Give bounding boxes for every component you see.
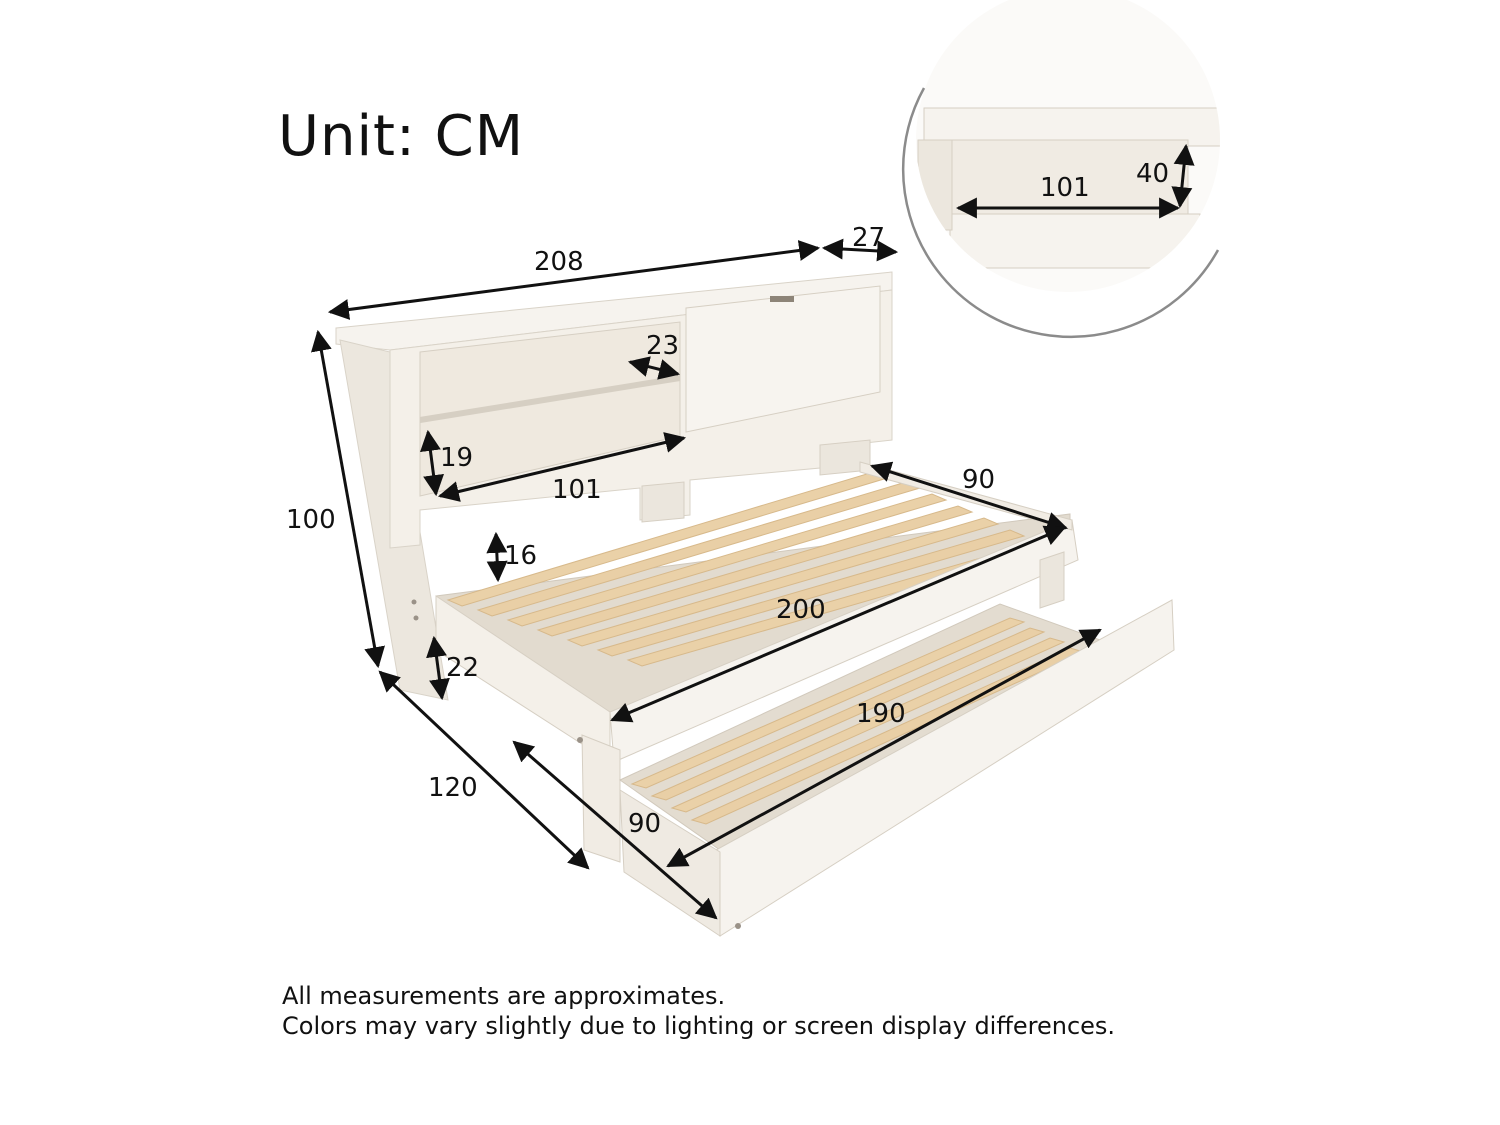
label-shelf-height: 19 xyxy=(440,443,473,473)
inset-label-height: 40 xyxy=(1136,159,1169,189)
label-shelf-depth: 23 xyxy=(646,331,679,361)
label-bed-width: 90 xyxy=(962,465,995,495)
dimension-lines xyxy=(311,238,1102,920)
note-approximate: All measurements are approximates. xyxy=(282,982,726,1010)
note-colors: Colors may vary slightly due to lighting… xyxy=(282,1012,1116,1040)
dim-line-bed-length xyxy=(327,240,821,320)
cabinet-detail-inset: 101 40 xyxy=(901,0,1220,339)
dim-line-headboard-depth xyxy=(821,238,899,262)
label-rail-height: 16 xyxy=(504,541,537,571)
dim-line-shelf-width xyxy=(437,432,687,502)
inset-border xyxy=(901,87,1220,339)
label-headboard-depth: 27 xyxy=(852,223,885,253)
dim-line-trundle-width xyxy=(512,740,718,920)
inset-dim-line-height xyxy=(1171,143,1195,209)
label-shelf-width: 101 xyxy=(552,475,602,505)
dim-line-shelf-depth xyxy=(627,356,681,380)
dim-line-shelf-height xyxy=(420,429,444,497)
dimension-labels: 208 27 100 23 19 101 90 16 200 22 190 12… xyxy=(286,223,995,839)
label-height: 100 xyxy=(286,505,336,535)
label-clearance: 22 xyxy=(446,653,479,683)
label-trundle-length: 190 xyxy=(856,699,906,729)
unit-title: Unit: CM xyxy=(278,104,525,169)
dim-line-trundle-length xyxy=(666,628,1102,868)
dim-line-bed-width xyxy=(869,461,1069,533)
dim-line-rail-height xyxy=(486,531,508,583)
inset-label-width: 101 xyxy=(1040,173,1090,203)
dim-line-height xyxy=(311,329,385,669)
label-bed-length: 208 xyxy=(534,247,584,277)
label-total-width: 120 xyxy=(428,773,478,803)
label-trundle-width: 90 xyxy=(628,809,661,839)
label-mattress-length: 200 xyxy=(776,595,826,625)
